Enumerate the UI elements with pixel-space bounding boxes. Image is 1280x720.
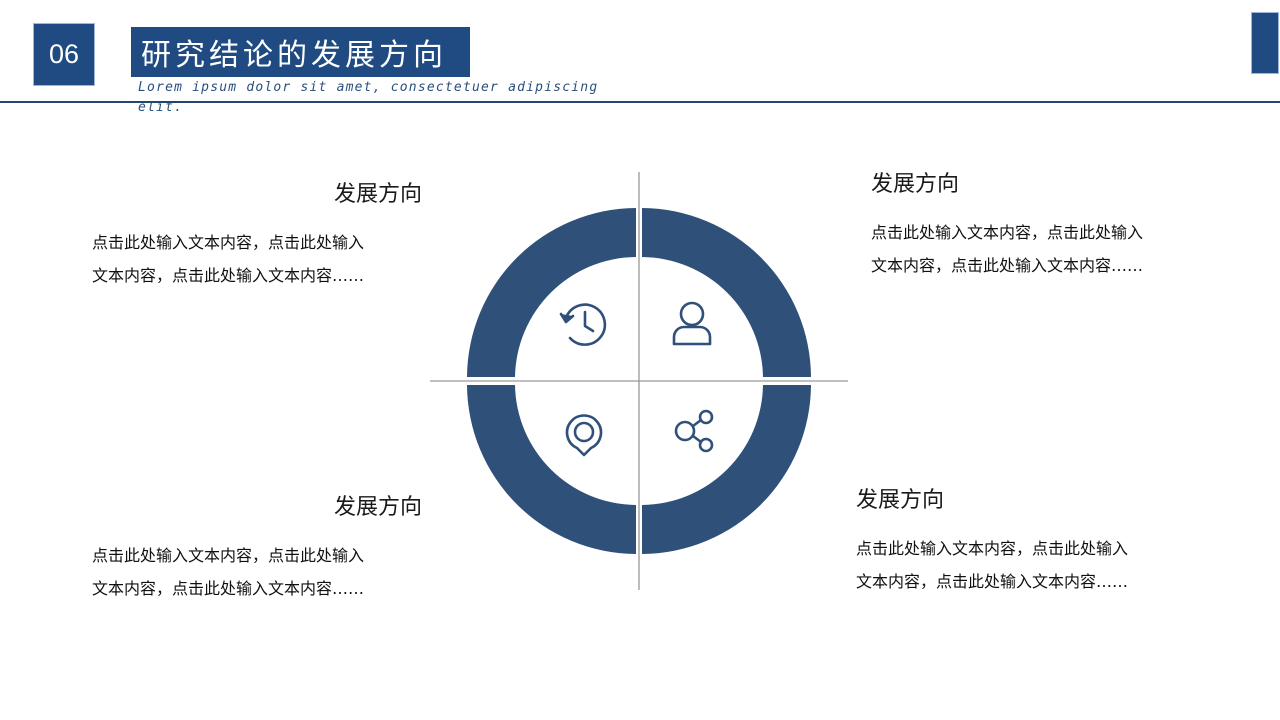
page-title-box: 研究结论的发展方向 [131, 27, 470, 77]
block-body: 点击此处输入文本内容，点击此处输入 文本内容，点击此处输入文本内容…… [871, 216, 1201, 282]
header-divider [0, 101, 1280, 103]
block-heading: 发展方向 [856, 488, 945, 513]
block-heading: 发展方向 [333, 182, 422, 207]
section-number-badge: 06 [33, 23, 95, 86]
page-title: 研究结论的发展方向 [141, 38, 447, 73]
block-body-line: 点击此处输入文本内容，点击此处输入 [856, 539, 1129, 558]
ring-segment-bottom-right [642, 385, 811, 554]
corner-accent-tab [1251, 12, 1279, 74]
user-icon [672, 301, 712, 346]
block-body-line: 文本内容，点击此处输入文本内容…… [856, 572, 1129, 591]
text-block-top-left: 发展方向 点击此处输入文本内容，点击此处输入 文本内容，点击此处输入文本内容…… [92, 180, 422, 292]
block-body: 点击此处输入文本内容，点击此处输入 文本内容，点击此处输入文本内容…… [856, 532, 1186, 598]
ring-segment-top-right [642, 208, 811, 377]
share-icon [674, 409, 714, 453]
block-heading: 发展方向 [333, 495, 422, 520]
block-body: 点击此处输入文本内容，点击此处输入 文本内容，点击此处输入文本内容…… [92, 539, 422, 605]
block-body-line: 文本内容，点击此处输入文本内容…… [871, 256, 1144, 275]
quadrant-ring-diagram [430, 172, 848, 590]
block-body: 点击此处输入文本内容，点击此处输入 文本内容，点击此处输入文本内容…… [92, 226, 422, 292]
text-block-top-right: 发展方向 点击此处输入文本内容，点击此处输入 文本内容，点击此处输入文本内容…… [871, 170, 1201, 282]
block-body-line: 点击此处输入文本内容，点击此处输入 [871, 223, 1144, 242]
text-block-bottom-right: 发展方向 点击此处输入文本内容，点击此处输入 文本内容，点击此处输入文本内容…… [856, 486, 1186, 598]
section-number: 06 [48, 39, 80, 69]
ring-segment-bottom-left [467, 385, 636, 554]
block-body-line: 文本内容，点击此处输入文本内容…… [92, 266, 365, 285]
block-heading: 发展方向 [871, 172, 960, 197]
block-body-line: 点击此处输入文本内容，点击此处输入 [92, 546, 365, 565]
location-pin-icon [565, 414, 603, 457]
text-block-bottom-left: 发展方向 点击此处输入文本内容，点击此处输入 文本内容，点击此处输入文本内容…… [92, 493, 422, 605]
block-body-line: 点击此处输入文本内容，点击此处输入 [92, 233, 365, 252]
history-clock-icon [559, 303, 607, 346]
page-subtitle: Lorem ipsum dolor sit amet, consectetuer… [138, 80, 599, 115]
block-body-line: 文本内容，点击此处输入文本内容…… [92, 579, 365, 598]
ring-segment-top-left [467, 208, 636, 377]
